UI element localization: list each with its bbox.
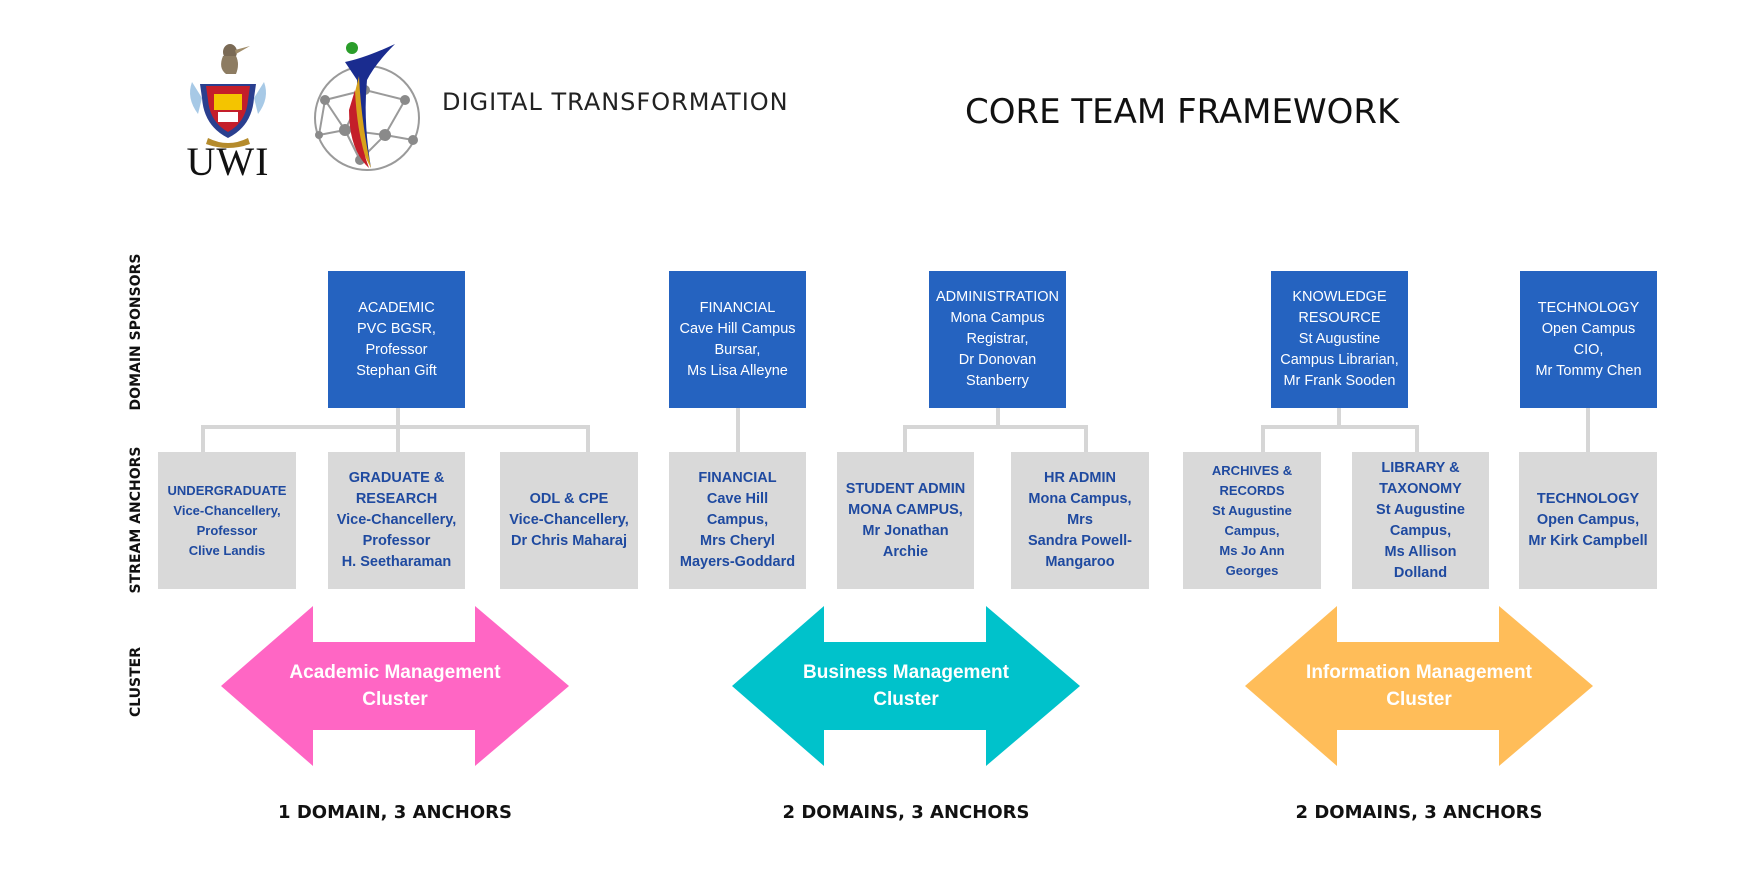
uwi-crest-icon — [190, 44, 266, 148]
uwi-logo-text: UWI — [186, 139, 270, 184]
business-cluster-label: Business Management Cluster — [803, 662, 1009, 710]
sponsor-academic: ACADEMIC PVC BGSR, Professor Stephan Gif… — [328, 271, 465, 408]
academic-cluster-arrow — [221, 606, 569, 766]
business-cluster-summary: 2 DOMAINS, 3 ANCHORS — [782, 802, 1030, 823]
sponsor-technology: TECHNOLOGY Open Campus CIO, Mr Tommy Che… — [1520, 271, 1657, 408]
page-title: CORE TEAM FRAMEWORK — [965, 92, 1400, 132]
anchor-graduate-research: GRADUATE & RESEARCH Vice-Chancellery, Pr… — [328, 452, 465, 589]
anchor-library-taxonomy: LIBRARY & TAXONOMY St Augustine Campus, … — [1352, 452, 1489, 589]
uwi-logo: UWI — [178, 38, 278, 188]
anchor-financial: FINANCIAL Cave Hill Campus, Mrs Cheryl M… — [669, 452, 806, 589]
sponsor-knowledge-resource: KNOWLEDGE RESOURCE St Augustine Campus L… — [1271, 271, 1408, 408]
academic-cluster-summary: 1 DOMAIN, 3 ANCHORS — [278, 802, 512, 823]
anchor-undergraduate: UNDERGRADUATE Vice-Chancellery, Professo… — [158, 452, 296, 589]
sponsor-financial: FINANCIAL Cave Hill Campus Bursar, Ms Li… — [669, 271, 806, 408]
anchor-technology: TECHNOLOGY Open Campus, Mr Kirk Campbell — [1519, 452, 1657, 589]
anchor-archives-records: ARCHIVES & RECORDS St Augustine Campus, … — [1183, 452, 1321, 589]
information-cluster-summary: 2 DOMAINS, 3 ANCHORS — [1295, 802, 1543, 823]
anchor-odl-cpe: ODL & CPE Vice-Chancellery, Dr Chris Mah… — [500, 452, 638, 589]
digital-transformation-logo: DIGITAL TRANSFORMATION — [305, 40, 1065, 180]
information-cluster-label: Information Management Cluster — [1306, 662, 1532, 710]
digital-transformation-text: DIGITAL TRANSFORMATION — [442, 88, 789, 116]
anchor-student-admin: STUDENT ADMIN MONA CAMPUS, Mr Jonathan A… — [837, 452, 974, 589]
sponsor-administration: ADMINISTRATION Mona Campus Registrar, Dr… — [929, 271, 1066, 408]
business-cluster-arrow — [732, 606, 1080, 766]
network-globe-icon — [314, 42, 420, 171]
academic-cluster-label: Academic Management Cluster — [289, 662, 501, 710]
anchor-hr-admin: HR ADMIN Mona Campus, Mrs Sandra Powell-… — [1011, 452, 1149, 589]
information-cluster-arrow — [1245, 606, 1593, 766]
